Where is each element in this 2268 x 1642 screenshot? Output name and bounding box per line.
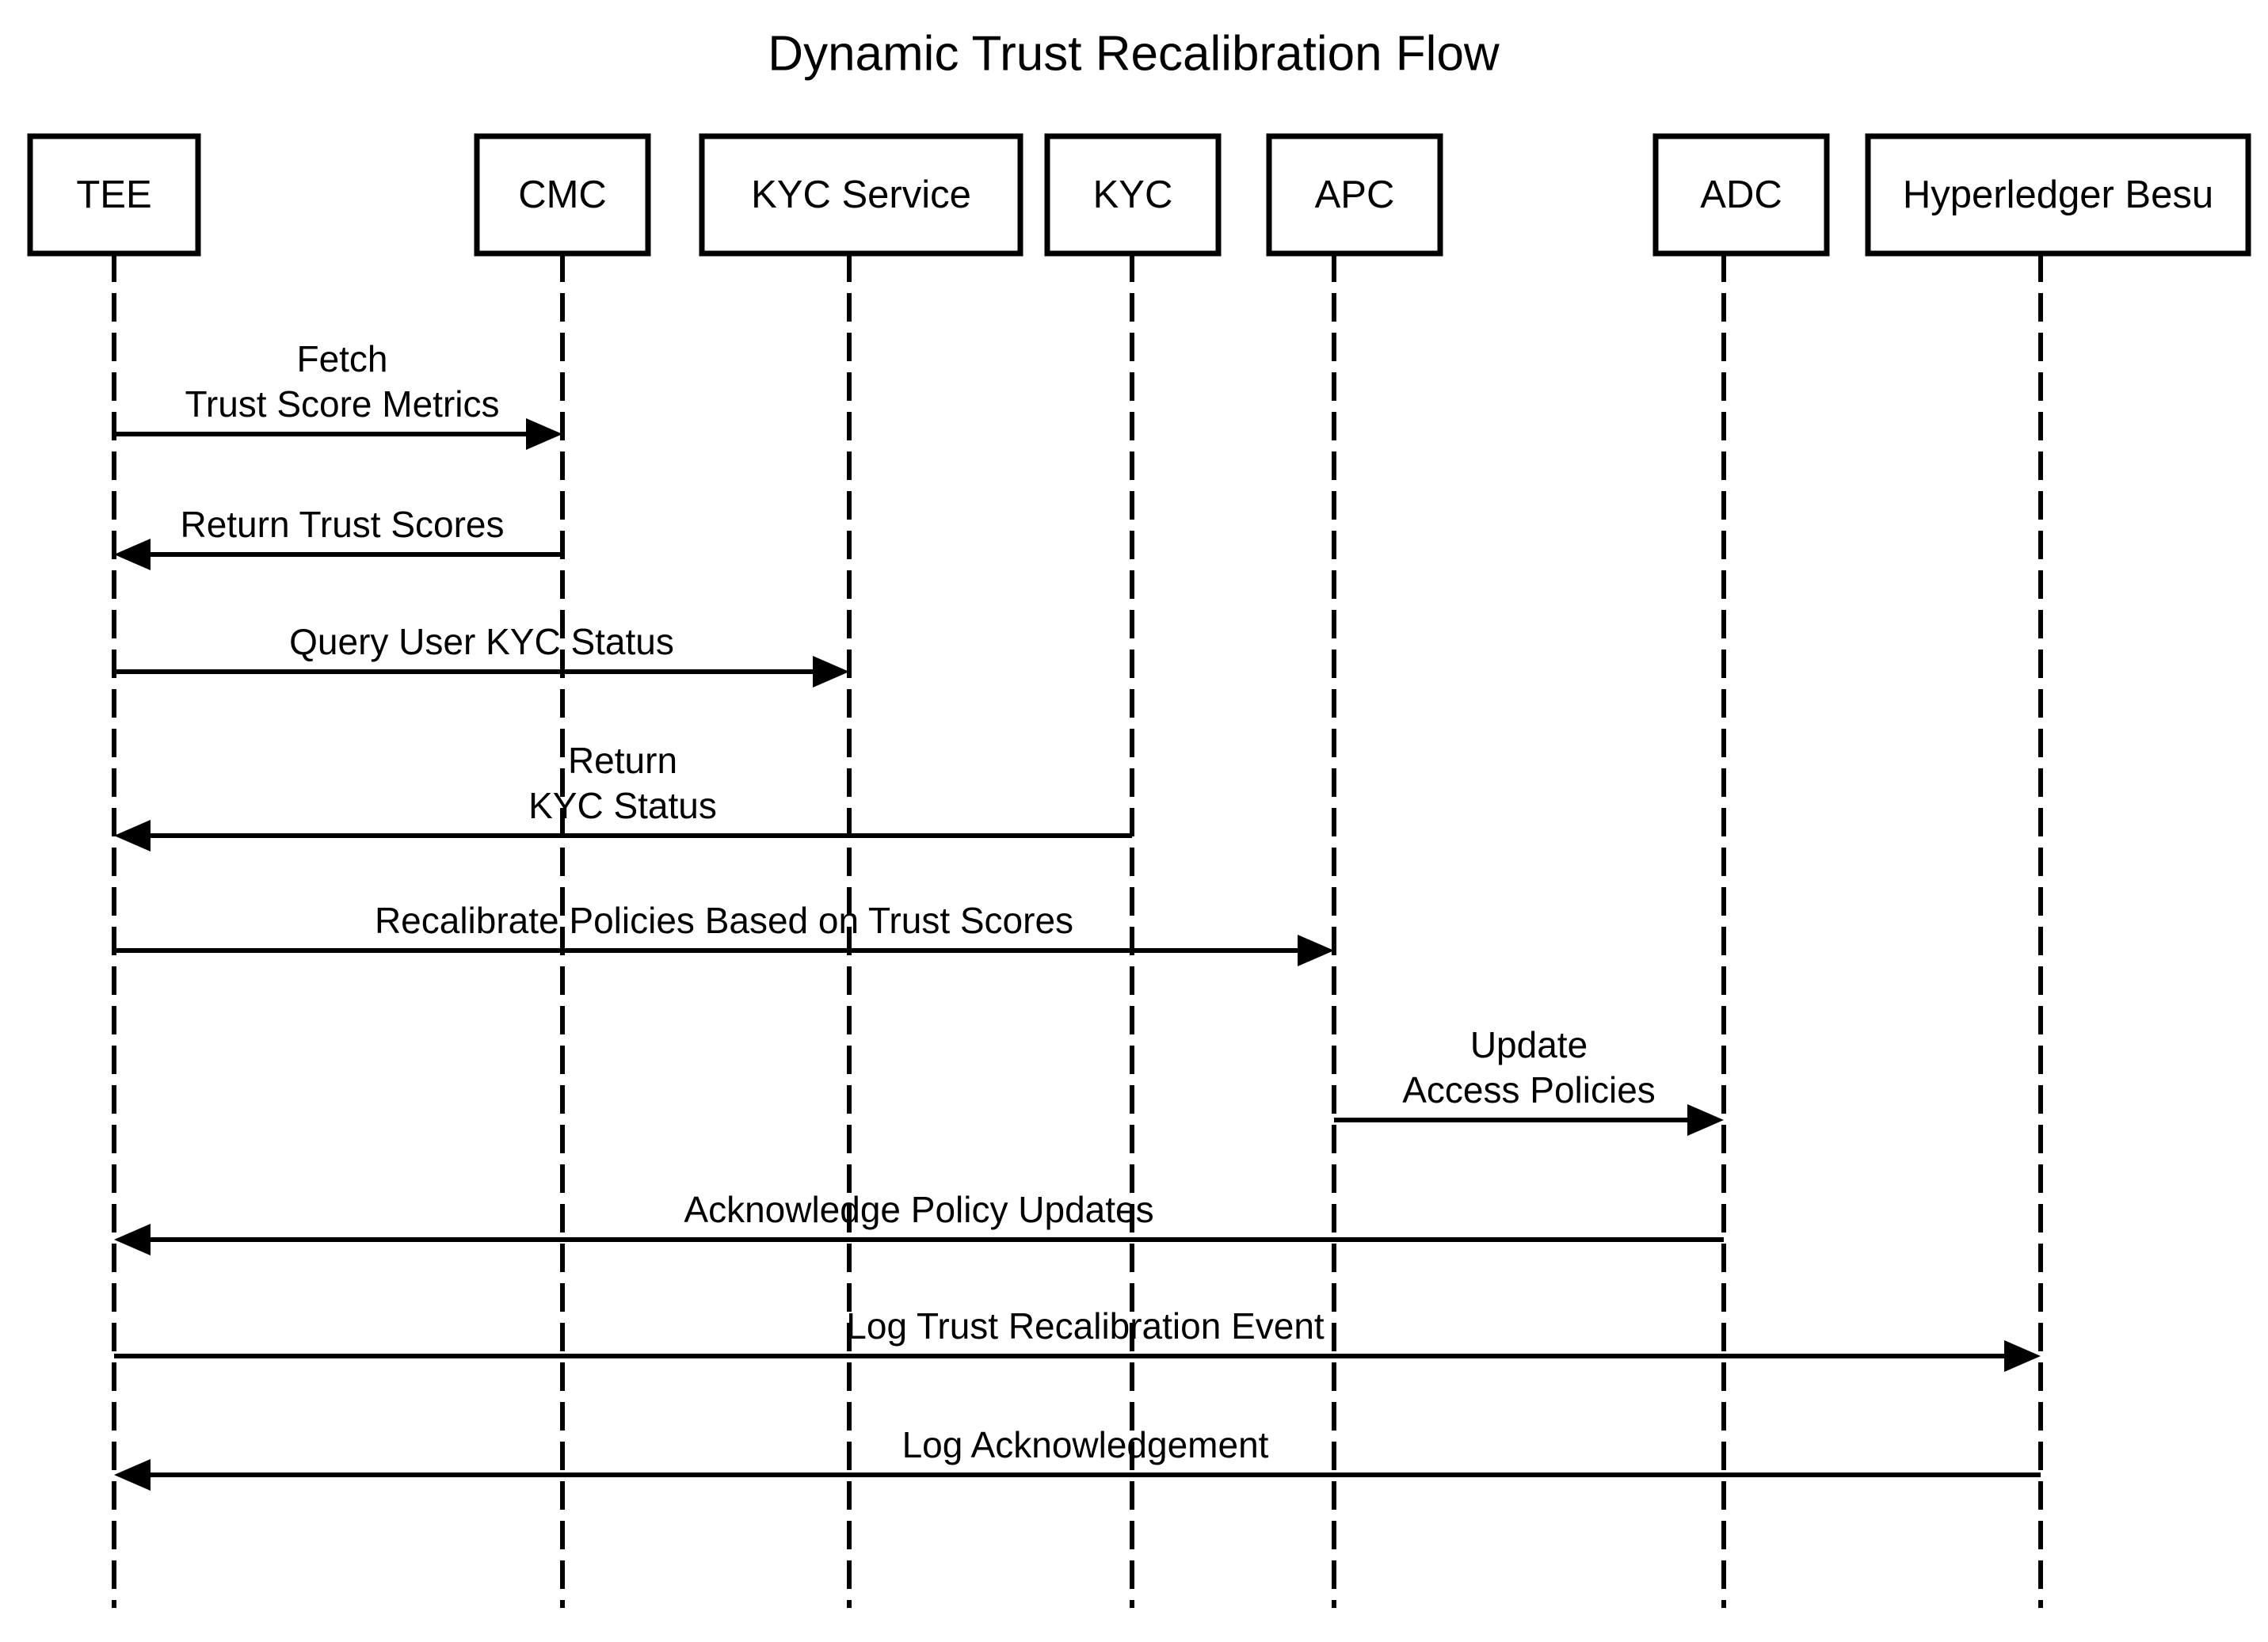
message-label-7: Acknowledge Policy Updates: [684, 1189, 1153, 1230]
message-arrowhead-8: [2004, 1340, 2041, 1372]
message-8[interactable]: Log Trust Recalibration Event: [114, 1305, 2041, 1372]
page-title: Dynamic Trust Recalibration Flow: [768, 26, 1500, 81]
participant-label-apc: APC: [1315, 173, 1395, 216]
message-label-5: Recalibrate Policies Based on Trust Scor…: [375, 900, 1073, 941]
message-label-1: Trust Score Metrics: [185, 383, 499, 425]
message-label-4: KYC Status: [528, 785, 717, 826]
participant-label-kycs: KYC Service: [751, 173, 971, 216]
message-label-1: Fetch: [296, 338, 387, 379]
message-label-3: Query User KYC Status: [289, 621, 674, 662]
message-label-6: Update: [1470, 1024, 1588, 1065]
participant-label-cmc: CMC: [518, 173, 607, 216]
message-7[interactable]: Acknowledge Policy Updates: [114, 1189, 1724, 1255]
message-9[interactable]: Log Acknowledgement: [114, 1424, 2041, 1491]
participant-adc[interactable]: ADC: [1652, 133, 1830, 257]
message-3[interactable]: Query User KYC Status: [114, 621, 849, 688]
participant-kyc[interactable]: KYC: [1044, 133, 1222, 257]
participant-label-adc: ADC: [1700, 173, 1782, 216]
participant-box-tee[interactable]: [27, 133, 201, 257]
message-arrowhead-2: [114, 539, 151, 570]
participant-kycs[interactable]: KYC Service: [699, 133, 1023, 257]
message-arrowhead-4: [114, 820, 151, 851]
participant-box-kyc[interactable]: [1044, 133, 1222, 257]
message-label-4: Return: [568, 740, 677, 781]
participant-tee[interactable]: TEE: [27, 133, 201, 257]
participant-apc[interactable]: APC: [1266, 133, 1443, 257]
message-arrowhead-9: [114, 1459, 151, 1491]
participant-label-kyc: KYC: [1093, 173, 1173, 216]
participant-box-apc[interactable]: [1266, 133, 1443, 257]
participant-cmc[interactable]: CMC: [474, 133, 651, 257]
message-2[interactable]: Return Trust Scores: [114, 504, 562, 570]
message-label-6: Access Policies: [1402, 1069, 1656, 1111]
participant-box-adc[interactable]: [1652, 133, 1830, 257]
participant-label-tee: TEE: [76, 173, 151, 216]
message-label-2: Return Trust Scores: [180, 504, 504, 545]
participant-box-kycs[interactable]: [699, 133, 1023, 257]
participant-besu[interactable]: Hyperledger Besu: [1865, 133, 2251, 257]
participants-group: TEE CMC KYC Service KYC APC ADC Hyperledger Be…: [27, 133, 2251, 257]
message-label-8: Log Trust Recalibration Event: [846, 1305, 1325, 1347]
message-label-9: Log Acknowledgement: [902, 1424, 1269, 1465]
message-arrowhead-1: [526, 418, 562, 450]
message-arrowhead-7: [114, 1224, 151, 1255]
participant-box-besu[interactable]: [1865, 133, 2251, 257]
participant-box-cmc[interactable]: [474, 133, 651, 257]
lifelines-group: [112, 253, 2043, 1608]
message-5[interactable]: Recalibrate Policies Based on Trust Scor…: [114, 900, 1334, 966]
participant-label-besu: Hyperledger Besu: [1903, 173, 2213, 216]
message-arrowhead-3: [813, 656, 849, 688]
message-arrowhead-6: [1687, 1104, 1724, 1136]
message-arrowhead-5: [1298, 935, 1334, 966]
